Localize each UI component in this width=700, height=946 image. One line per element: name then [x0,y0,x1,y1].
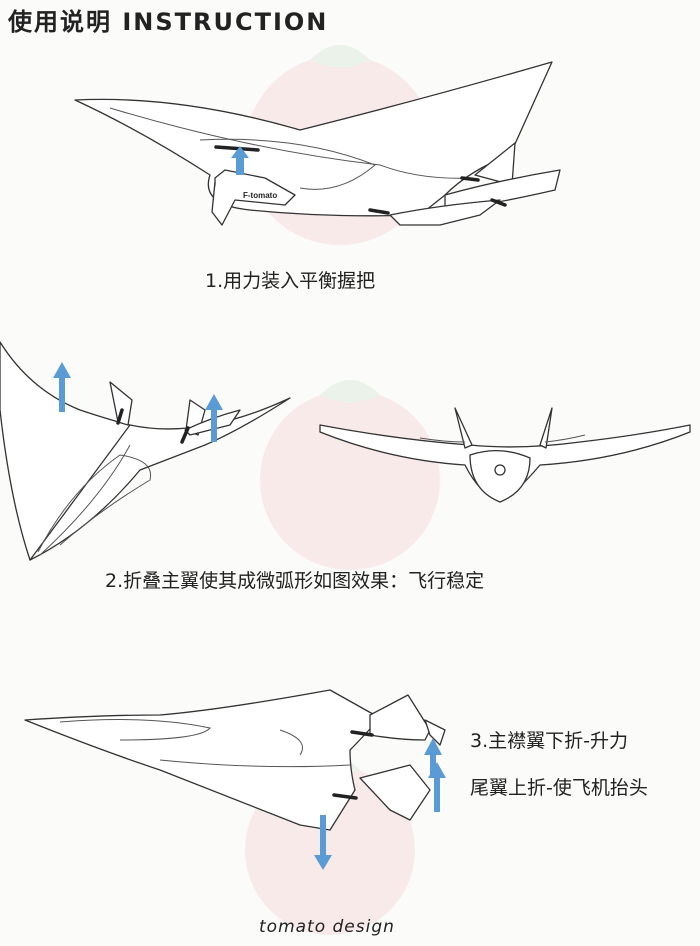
step-3-caption-line1: 3.主襟翼下折-升力 [470,730,628,752]
fig1-flap [389,199,501,226]
page-title: 使用说明 INSTRUCTION [8,8,329,36]
fig2-fuselage [39,444,131,556]
fig2-arrow-left [53,362,71,412]
fig3-arrow-up-2 [428,762,446,812]
fig3-cockpit [59,719,211,741]
fig3-tail-upper [369,694,431,741]
fig3-arrow-down [314,815,332,870]
fig2-cockpit [37,454,152,553]
fig2-tail-fin-1 [109,381,133,426]
fig1-tail-fin [474,142,516,186]
fig2-front-view-body [469,450,531,503]
fig1-arrow [231,146,249,175]
fig1-cockpit-line [199,138,376,190]
figure-1-plane-with-grip: F-tomato [74,61,561,226]
brand-footer: tomato design [259,917,395,937]
tomato-watermark-2 [260,380,440,570]
fig2-arrow-right [205,394,223,442]
fig1-grip-label: F-tomato [243,191,277,200]
fig2-front-view-fin-left [454,407,473,449]
step-1-caption: 1.用力装入平衡握把 [205,270,376,292]
step-3-caption-line2: 尾翼上折-使飞机抬头 [470,777,648,799]
fig3-arrow-up-1 [424,738,442,775]
fig3-body-line [159,759,351,768]
step-2-caption: 2.折叠主翼使其成微弧形如图效果：飞行稳定 [105,570,485,592]
fig2-front-view-fin-right [539,407,553,449]
fig3-fuselage-wing [24,689,381,831]
figure-2-plane-wings-folded [0,341,691,561]
fig1-body-line [109,107,471,179]
figure-3-flap-tail [24,689,446,870]
fig3-tail-lower [359,764,431,821]
